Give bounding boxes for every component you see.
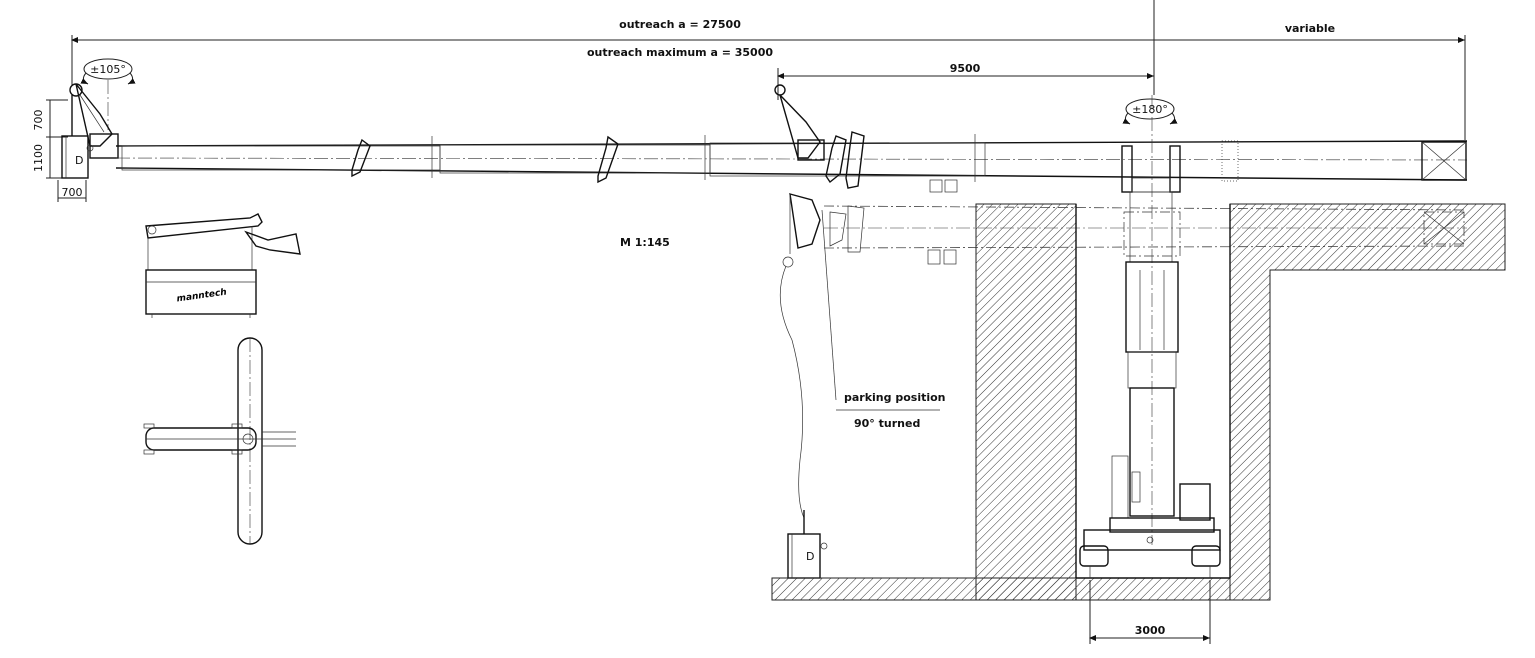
rotation-mast-symbol: ±180° xyxy=(1122,98,1178,125)
dimension-3000: 3000 xyxy=(1089,580,1211,644)
ground-pit xyxy=(771,203,1506,601)
side-view-machine: manntech xyxy=(145,213,301,318)
parking-position-label: parking position xyxy=(844,391,946,404)
boom-head-assembly: D xyxy=(61,83,119,179)
dim-700-height: 700 xyxy=(32,110,45,131)
variable-label: variable xyxy=(1285,22,1335,35)
parking-turned-label: 90° turned xyxy=(854,417,920,430)
outreach-max-label: outreach maximum a = 35000 xyxy=(587,46,773,59)
dimension-9500: 9500 xyxy=(777,62,1154,100)
telescopic-mast xyxy=(1079,95,1221,578)
dim-9500-label: 9500 xyxy=(950,62,981,75)
slewing-unit xyxy=(774,84,958,193)
dimension-700-1100: 700 1100 700 xyxy=(32,99,87,202)
dim-3000-label: 3000 xyxy=(1135,624,1166,637)
svg-text:D: D xyxy=(806,550,814,563)
rotation-mast-label: ±180° xyxy=(1132,103,1168,116)
parked-machine: D parking position 90° turned xyxy=(779,209,946,579)
rotation-head-symbol: ±105° xyxy=(80,58,136,130)
brand-label: manntech xyxy=(176,288,227,305)
dim-1100-height: 1100 xyxy=(32,144,45,172)
scale-label: M 1:145 xyxy=(620,236,670,249)
dim-700-width: 700 xyxy=(62,186,83,199)
dimension-outreach: outreach a = 27500 outreach maximum a = … xyxy=(71,0,1466,140)
main-boom xyxy=(115,134,1468,184)
rotation-head-label: ±105° xyxy=(90,63,126,76)
top-view-machine xyxy=(143,337,296,545)
svg-text:D: D xyxy=(75,154,83,167)
outreach-label: outreach a = 27500 xyxy=(619,18,741,31)
